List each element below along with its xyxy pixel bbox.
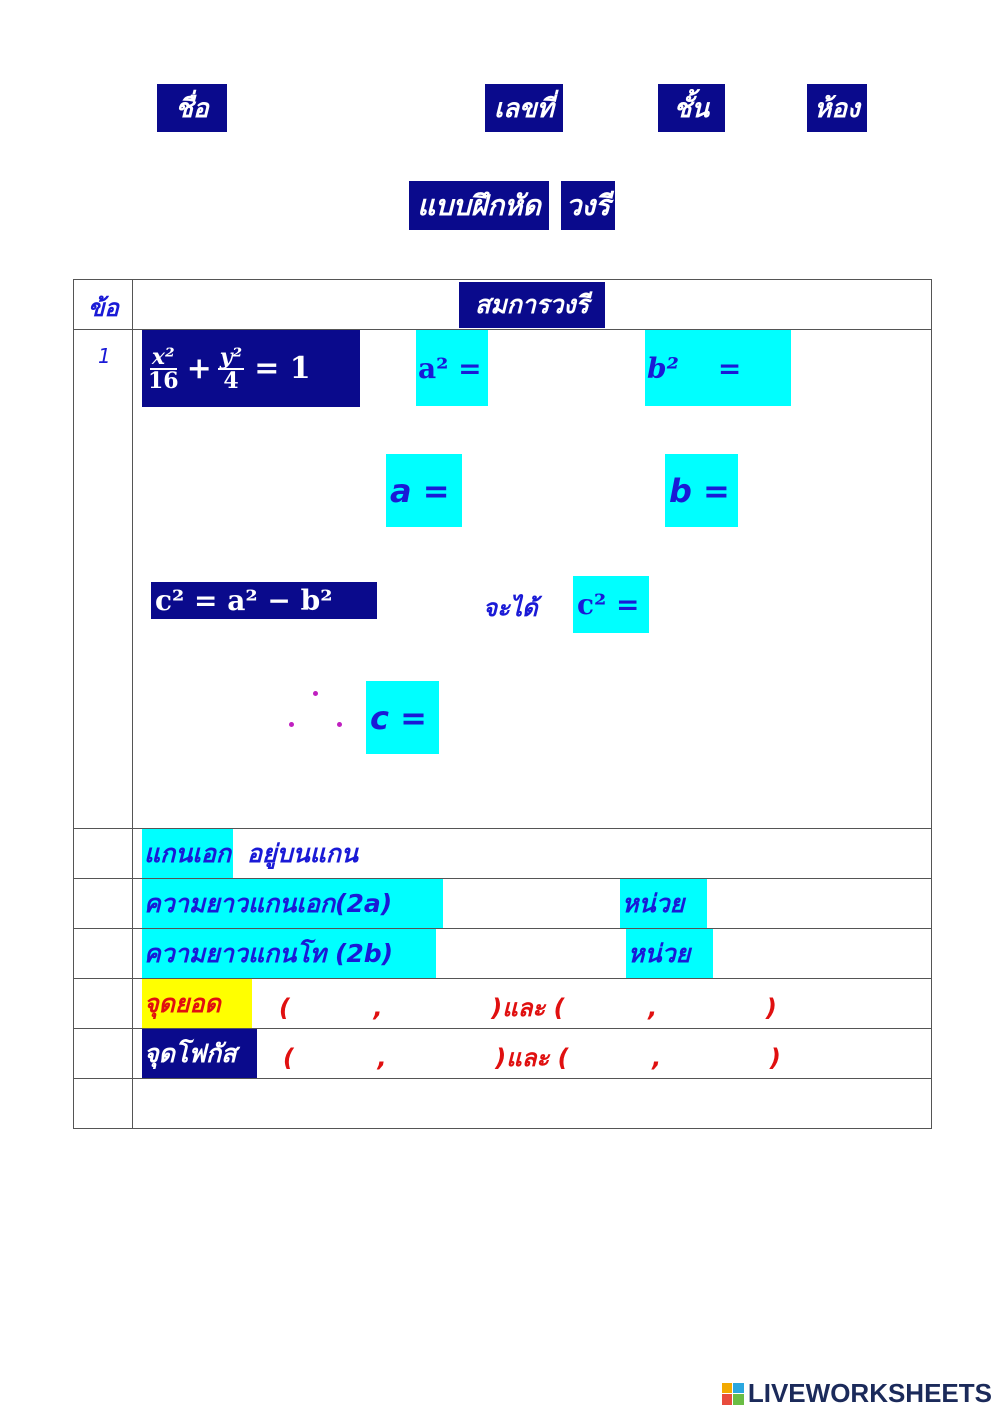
question-number-cell: 1 [73,329,133,829]
major-axis-cell: แกนเอก อยู่บนแกน [132,828,932,879]
major-axis-row: แกนเอก อยู่บนแกน [73,828,932,879]
major-length-label: ความยาวแกนเอก(2a) [142,879,443,928]
room-label: ห้อง [807,84,867,132]
empty-cell [73,828,133,879]
equation-rhs: = 1 [254,351,311,386]
minor-length-cell: ความยาวแกนโท (2b) หน่วย [132,928,932,979]
b-squared-box[interactable]: b² = [645,330,791,406]
y-denominator: 4 [223,367,239,394]
major-axis-line: แกนเอก อยู่บนแกน [142,829,358,878]
header-row: ข้อ สมการวงรี [73,279,932,330]
therefore-dot-left [289,722,294,727]
a-squared-box[interactable]: a² = [416,330,488,406]
title-ellipse: วงรี [561,181,615,230]
c-formula: c² = a² − b² [151,582,377,619]
minor-length-row: ความยาวแกนโท (2b) หน่วย [73,928,932,979]
empty-cell [73,1078,133,1129]
minor-length-unit: หน่วย [626,929,713,978]
vertex-label: จุดยอด [142,979,252,1028]
col-equation-label: สมการวงรี [459,282,605,328]
col-no-cell: ข้อ [73,279,133,330]
focus-cell: จุดโฟกัส ( , )และ ( , ) [132,1028,932,1079]
question-row: 1 x² 16 + y² 4 = 1 a² = b² = a = [73,329,932,829]
number-label: เลขที่ [485,84,563,132]
question-body-cell: x² 16 + y² 4 = 1 a² = b² = a = b = c² = … [132,329,932,829]
major-length-row: ความยาวแกนเอก(2a) หน่วย [73,878,932,929]
liveworksheets-logo: LIVEWORKSHEETS [721,1378,992,1409]
therefore-dot-top [313,691,318,696]
col-equation-cell: สมการวงรี [132,279,932,330]
c-squared-box[interactable]: c² = [573,576,649,633]
title-exercise: แบบฝึกหัด [409,181,549,230]
a-box[interactable]: a = [386,454,462,527]
therefore-dot-right [337,722,342,727]
focus-value: ( , )และ ( , ) [283,1044,781,1072]
empty-cell [73,978,133,1029]
y-numerator: y² [217,343,245,370]
empty-cell [73,1028,133,1079]
so-label: จะได้ [483,594,538,622]
major-axis-on-label: อยู่บนแกน [247,838,359,868]
c-box[interactable]: c = [366,681,439,754]
grade-label: ชั้น [658,84,725,132]
empty-cell [73,878,133,929]
col-no-label: ข้อ [88,294,119,322]
x-denominator: 16 [148,367,179,394]
vertex-value: ( , )และ ( , ) [279,994,777,1022]
major-length-cell: ความยาวแกนเอก(2a) หน่วย [132,878,932,929]
name-label: ชื่อ [157,84,227,132]
minor-length-label: ความยาวแกนโท (2b) [142,929,436,978]
vertex-row: จุดยอด ( , )และ ( , ) [73,978,932,1029]
b-box[interactable]: b = [665,454,738,527]
worksheet-table: ข้อ สมการวงรี 1 x² 16 + y² 4 = 1 [73,279,932,1129]
major-axis-label: แกนเอก [142,829,234,878]
question-number: 1 [98,344,111,368]
focus-label: จุดโฟกัส [142,1029,257,1078]
empty-row [73,1078,932,1129]
focus-row: จุดโฟกัส ( , )และ ( , ) [73,1028,932,1079]
liveworksheets-mark-icon [721,1382,744,1405]
vertex-cell: จุดยอด ( , )และ ( , ) [132,978,932,1029]
y-fraction: y² 4 [217,343,245,394]
empty-cell [132,1078,932,1129]
x-numerator: x² [149,343,177,370]
major-length-unit: หน่วย [620,879,707,928]
x-fraction: x² 16 [146,346,181,392]
plus-sign: + [186,351,212,386]
liveworksheets-text: LIVEWORKSHEETS [747,1378,992,1408]
ellipse-equation: x² 16 + y² 4 = 1 [142,330,360,407]
empty-cell [73,928,133,979]
